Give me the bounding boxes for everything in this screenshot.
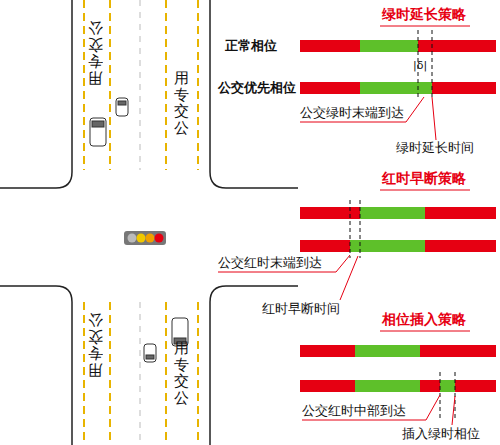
bus-lane-lines	[84, 0, 198, 445]
callout-text: 公交绿时末端到达	[300, 105, 404, 121]
callout-text: 公交红时中部到达	[302, 403, 406, 419]
phase-label: 公交优先相位	[218, 80, 296, 96]
strategy-heading: 绿时延长策略	[382, 6, 466, 22]
lane-marking: 用专交公	[88, 312, 103, 378]
callout-text: 公交红时末端到达	[218, 255, 322, 271]
callout-text: 红时早断时间	[262, 301, 340, 317]
callout-text: 绿时延长时间	[396, 140, 474, 156]
lane-marking: 用专交公	[174, 340, 189, 406]
leader-lines	[218, 26, 470, 425]
callout-text: 插入绿时相位	[402, 426, 480, 442]
strategy-heading: 相位插入策略	[382, 311, 466, 327]
strategy-heading: 红时早断策略	[382, 170, 466, 186]
lane-marking: 用专交公	[174, 70, 189, 136]
traffic-light	[124, 231, 166, 245]
lane-marking: 用专交公	[88, 20, 103, 86]
dashed-markers	[350, 30, 455, 420]
phase-label: 正常相位	[225, 38, 277, 54]
road-edges	[0, 0, 298, 445]
vehicles	[90, 98, 188, 362]
center-lines	[140, 0, 141, 445]
phase-bars	[300, 40, 496, 392]
delta-mark: |δ|	[413, 58, 427, 74]
